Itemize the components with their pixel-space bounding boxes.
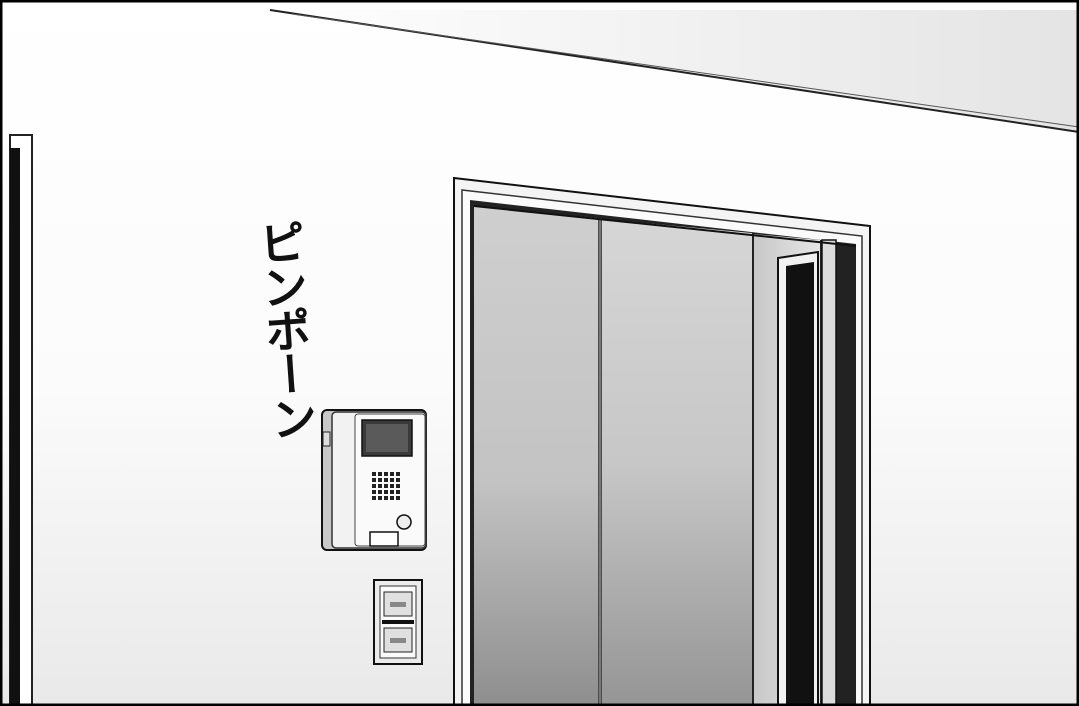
door-top-line [473,205,857,247]
elevator-jamb-shadow [786,262,814,706]
ceiling-molding [291,13,1079,128]
left-pillar-shadow [10,148,20,706]
light-switch-icon [373,579,423,665]
intercom-icon [321,409,427,551]
doorbell-sound-effect: ピンポーン [250,217,320,441]
elevator-frame-right [821,239,837,706]
elevator-door-left [474,206,598,706]
elevator-door-right [602,219,752,706]
